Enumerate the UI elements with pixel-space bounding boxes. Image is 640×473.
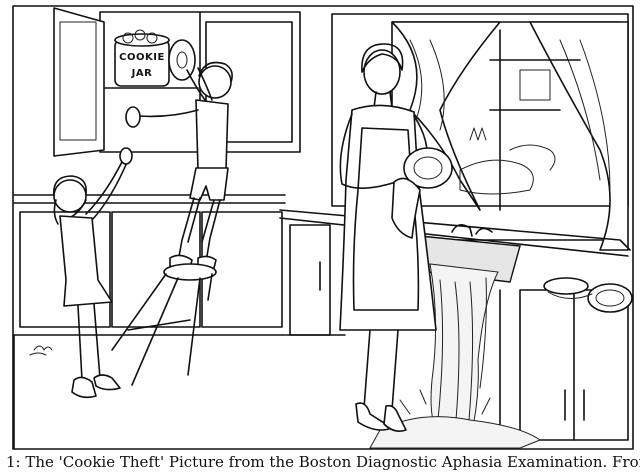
figure-caption: 1: The 'Cookie Theft' Picture from the B… [6, 453, 640, 471]
jar-label-line2: JAR [131, 68, 153, 79]
water-puddle [369, 416, 542, 449]
picture-frame [12, 5, 634, 450]
girl [53, 147, 133, 399]
boy [125, 61, 233, 270]
overflowing-water [369, 263, 542, 449]
left-curtain [391, 21, 501, 211]
open-cabinet-door [53, 7, 105, 157]
left-wall [13, 194, 286, 450]
kitchen-window [331, 13, 629, 251]
upper-cabinet [53, 7, 301, 157]
tipping-stool [111, 263, 217, 386]
plate-being-dried [403, 147, 453, 189]
dish-towel [391, 177, 421, 239]
cookie [168, 39, 196, 81]
cups [543, 277, 589, 295]
mother [339, 43, 453, 432]
plate [587, 283, 633, 313]
cookie-jar: COOKIE JAR [114, 29, 170, 87]
right-curtain [529, 21, 629, 251]
artist-signature [33, 345, 53, 351]
jar-label-line1: COOKIE [119, 52, 165, 63]
